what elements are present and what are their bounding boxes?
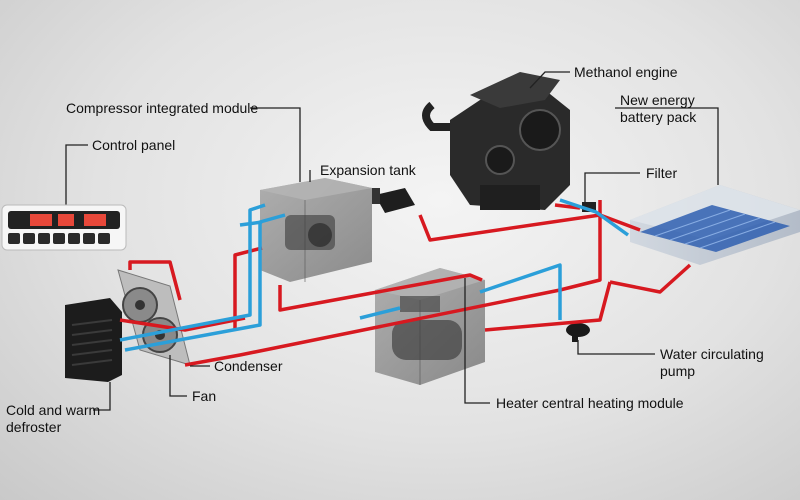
compressor-module (260, 178, 372, 282)
methanol-engine (422, 72, 570, 210)
label-filter: Filter (646, 165, 678, 181)
label-defroster-line2: defroster (6, 419, 62, 435)
label-expansion-tank: Expansion tank (320, 162, 416, 178)
battery-pack (630, 185, 800, 265)
heater-module (375, 268, 485, 385)
label-battery-pack-line2: battery pack (620, 109, 697, 125)
hot-pipes (119, 200, 692, 367)
label-defroster-line1: Cold and warm (6, 402, 101, 418)
label-methanol-engine: Methanol engine (574, 64, 678, 80)
control-panel (1, 204, 127, 251)
filter (582, 202, 596, 212)
label-battery-pack-line1: New energy (620, 92, 695, 108)
label-pump-line2: pump (660, 363, 696, 379)
cold-pipes (119, 198, 630, 352)
label-compressor-module: Compressor integrated module (66, 100, 259, 116)
label-fan: Fan (192, 388, 217, 404)
label-pump-line1: Water circulating (660, 346, 764, 362)
label-control-panel: Control panel (92, 137, 176, 153)
water-circulating-pump (566, 323, 590, 342)
label-heater-module: Heater central heating module (496, 395, 684, 411)
defroster (65, 298, 122, 382)
label-condenser: Condenser (214, 358, 283, 374)
leader-lines (65, 71, 719, 411)
expansion-tank (372, 188, 415, 213)
